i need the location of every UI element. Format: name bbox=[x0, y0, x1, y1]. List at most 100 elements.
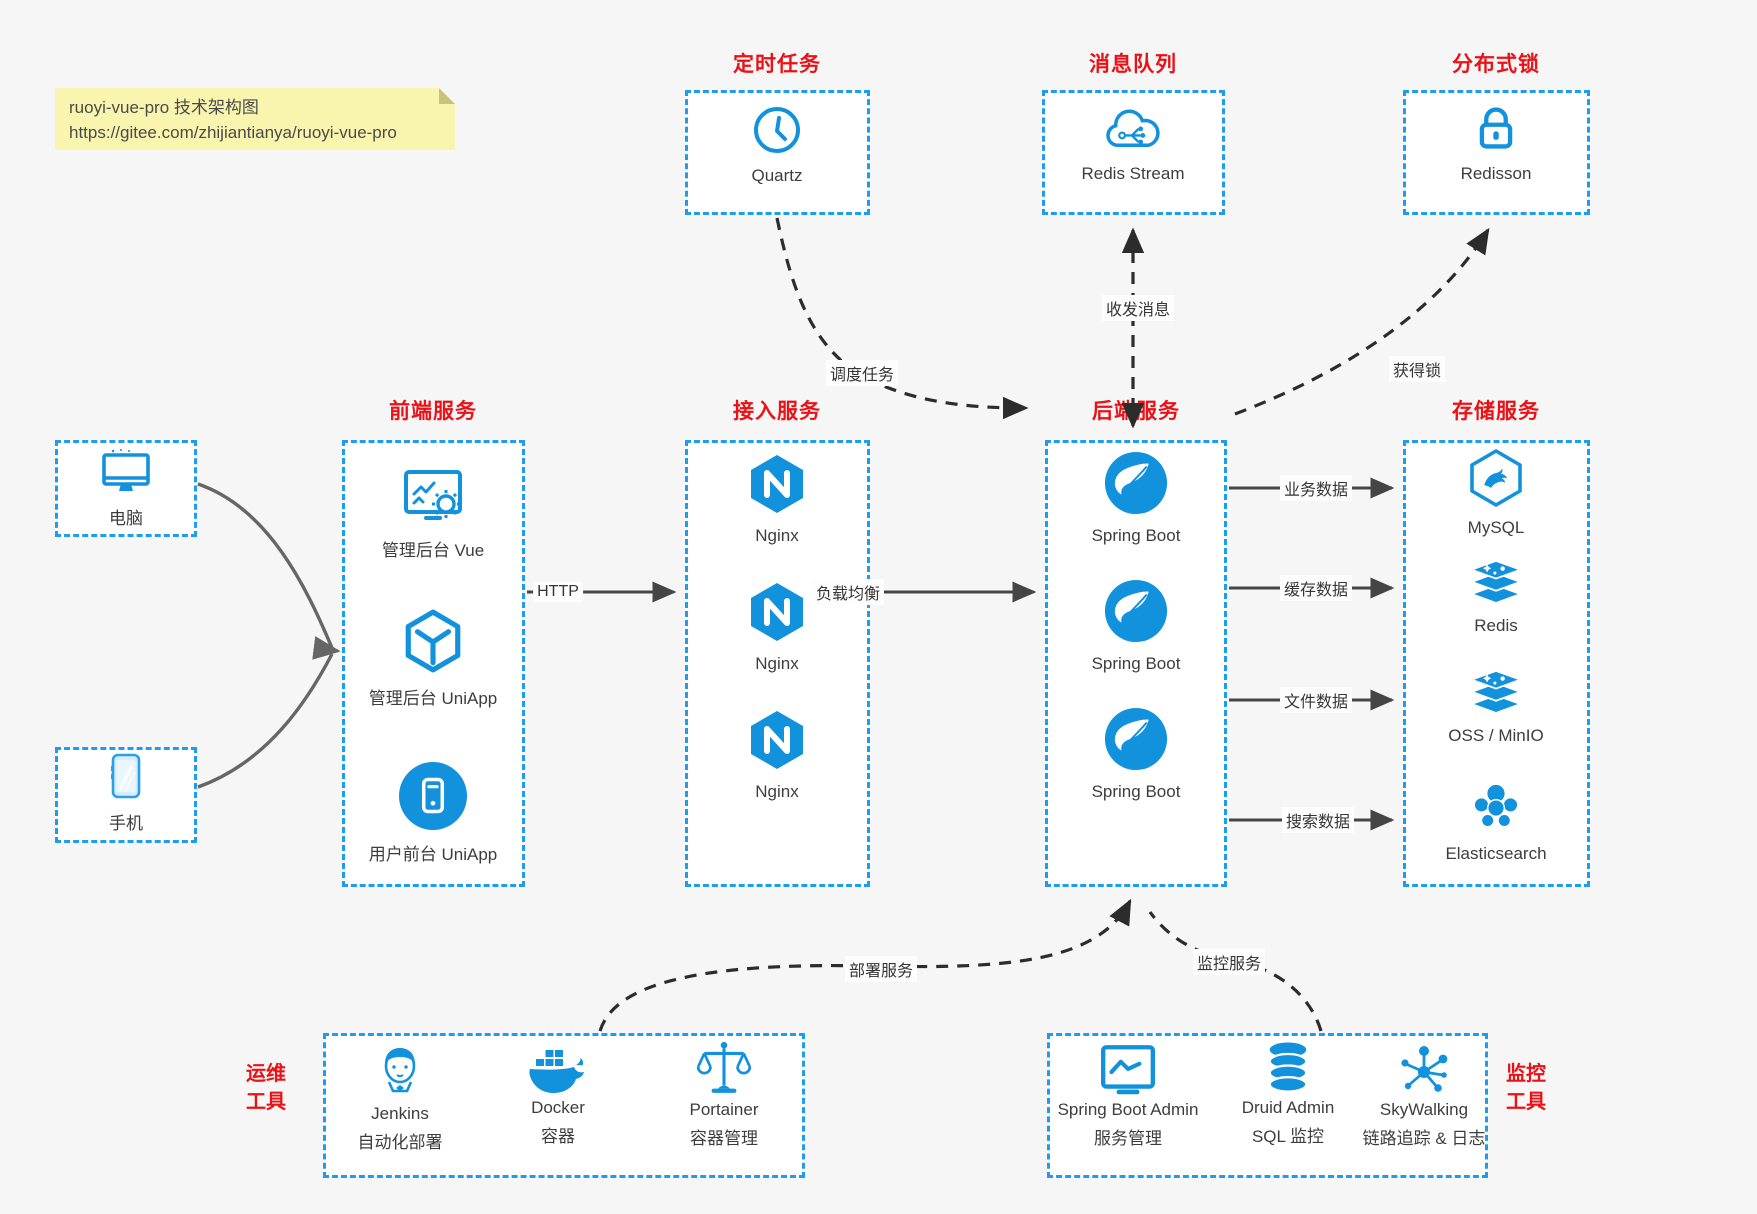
node-label: Jenkins bbox=[371, 1104, 429, 1123]
node-computer: 电脑 bbox=[26, 448, 226, 529]
node-nginx-3: Nginx bbox=[677, 708, 877, 802]
node-spring-boot-3: Spring Boot bbox=[1036, 706, 1236, 802]
node-label: Redis bbox=[1474, 616, 1518, 635]
node-skywalking: SkyWalking 链路追踪 & 日志 bbox=[1324, 1042, 1524, 1149]
node-label: 用户前台 UniApp bbox=[368, 845, 498, 864]
edge-label-schedule: 调度任务 bbox=[825, 360, 899, 386]
desktop-icon bbox=[102, 449, 150, 491]
edge-label-biz-data: 业务数据 bbox=[1279, 475, 1353, 501]
elasticsearch-icon bbox=[1473, 783, 1519, 828]
node-user-uniapp: 用户前台 UniApp bbox=[333, 762, 533, 865]
group-box-backend bbox=[1045, 440, 1227, 887]
node-portainer: Portainer 容器管理 bbox=[634, 1040, 814, 1149]
title-storage-services: 存储服务 bbox=[1452, 400, 1540, 423]
redis-icon bbox=[1469, 560, 1523, 604]
node-redis-stream: Redis Stream bbox=[1033, 106, 1233, 184]
spring-boot-icon bbox=[1104, 579, 1168, 643]
skywalking-icon bbox=[1401, 1046, 1448, 1092]
node-sublabel: 容器 bbox=[541, 1127, 575, 1146]
edge-label-monitor: 监控服务 bbox=[1192, 949, 1266, 975]
nginx-icon bbox=[751, 455, 803, 513]
node-label: Elasticsearch bbox=[1445, 844, 1547, 863]
jenkins-icon bbox=[384, 1048, 416, 1093]
node-mysql: MySQL bbox=[1396, 448, 1596, 538]
mysql-icon bbox=[1470, 449, 1522, 507]
nginx-icon bbox=[751, 583, 803, 641]
cloud-mq-icon bbox=[1106, 109, 1160, 148]
edge-label-load-balance: 负载均衡 bbox=[811, 579, 885, 605]
node-label: MySQL bbox=[1467, 518, 1525, 537]
title-backend-services: 后端服务 bbox=[1092, 400, 1180, 423]
spring-boot-icon bbox=[1104, 707, 1168, 771]
spring-boot-admin-icon bbox=[1101, 1045, 1155, 1095]
node-sublabel: 自动化部署 bbox=[357, 1133, 443, 1152]
title-message-queue: 消息队列 bbox=[1089, 53, 1177, 76]
node-redisson: Redisson bbox=[1396, 102, 1596, 184]
node-sublabel: 容器管理 bbox=[690, 1129, 758, 1148]
note-url: https://gitee.com/zhijiantianya/ruoyi-vu… bbox=[69, 123, 397, 142]
druid-icon bbox=[1268, 1042, 1308, 1093]
node-sublabel: 链路追踪 & 日志 bbox=[1362, 1129, 1486, 1148]
node-label: 管理后台 Vue bbox=[381, 541, 485, 560]
admin-vue-icon bbox=[404, 470, 462, 520]
client-arrows bbox=[197, 482, 341, 789]
ops-tools-side-label: 运维 工具 bbox=[246, 1063, 286, 1113]
node-label: Nginx bbox=[755, 526, 799, 545]
node-redis: Redis bbox=[1396, 560, 1596, 636]
spring-boot-icon bbox=[1104, 451, 1168, 515]
node-label: 手机 bbox=[109, 814, 143, 833]
node-label: 电脑 bbox=[109, 509, 143, 528]
acquire-lock-arrow bbox=[1234, 227, 1490, 416]
group-box-gateway bbox=[685, 440, 870, 887]
node-admin-vue: 管理后台 Vue bbox=[333, 466, 533, 561]
edge-label-deploy: 部署服务 bbox=[844, 956, 918, 982]
oss-icon bbox=[1469, 670, 1523, 714]
node-label: Redisson bbox=[1460, 164, 1532, 183]
docker-icon bbox=[529, 1050, 584, 1093]
node-label: Quartz bbox=[751, 166, 803, 185]
node-label: Druid Admin bbox=[1241, 1098, 1335, 1117]
title-distributed-lock: 分布式锁 bbox=[1452, 53, 1540, 76]
edge-label-file-data: 文件数据 bbox=[1279, 687, 1353, 713]
node-sublabel: SQL 监控 bbox=[1251, 1127, 1325, 1146]
smartphone-icon bbox=[111, 753, 141, 799]
edge-label-search-data: 搜索数据 bbox=[1281, 807, 1355, 833]
node-label: Redis Stream bbox=[1081, 164, 1185, 183]
node-spring-boot-admin: Spring Boot Admin 服务管理 bbox=[1023, 1042, 1233, 1149]
group-box-monitor-tools bbox=[1047, 1033, 1488, 1178]
node-label: SkyWalking bbox=[1379, 1100, 1469, 1119]
title-gateway-services: 接入服务 bbox=[733, 400, 821, 423]
edge-label-http: HTTP bbox=[533, 582, 583, 602]
title-scheduled-tasks: 定时任务 bbox=[733, 53, 821, 76]
node-spring-boot-1: Spring Boot bbox=[1036, 450, 1236, 546]
node-label: Docker bbox=[531, 1098, 585, 1117]
edge-label-acquire-lock: 获得锁 bbox=[1388, 356, 1446, 382]
node-label: OSS / MinIO bbox=[1448, 726, 1544, 745]
lock-icon bbox=[1479, 107, 1513, 149]
node-quartz: Quartz bbox=[677, 104, 877, 186]
note-title: ruoyi-vue-pro 技术架构图 bbox=[69, 98, 259, 117]
edge-label-send-receive: 收发消息 bbox=[1101, 295, 1175, 321]
node-nginx-2: Nginx bbox=[677, 580, 877, 674]
node-admin-uniapp: 管理后台 UniApp bbox=[333, 608, 533, 709]
node-phone: 手机 bbox=[26, 753, 226, 834]
edge-label-cache-data: 缓存数据 bbox=[1279, 575, 1353, 601]
mobile-app-icon bbox=[399, 762, 467, 830]
node-elasticsearch: Elasticsearch bbox=[1396, 780, 1596, 864]
node-label: 管理后台 UniApp bbox=[368, 689, 498, 708]
node-spring-boot-2: Spring Boot bbox=[1036, 578, 1236, 674]
uniapp-cube-icon bbox=[405, 609, 461, 673]
clock-icon bbox=[754, 107, 800, 153]
portainer-icon bbox=[696, 1041, 752, 1093]
node-label: Spring Boot bbox=[1091, 782, 1181, 801]
monitor-tools-side-label: 监控 工具 bbox=[1506, 1063, 1546, 1113]
node-label: Portainer bbox=[689, 1100, 759, 1119]
node-label: Spring Boot bbox=[1091, 654, 1181, 673]
node-docker: Docker 容器 bbox=[468, 1044, 648, 1147]
node-sublabel: 服务管理 bbox=[1094, 1129, 1162, 1148]
node-druid-admin: Druid Admin SQL 监控 bbox=[1198, 1040, 1378, 1147]
schedule-task-arrow bbox=[775, 217, 1029, 420]
sticky-note: ruoyi-vue-pro 技术架构图 https://gitee.com/zh… bbox=[55, 88, 455, 150]
node-jenkins: Jenkins 自动化部署 bbox=[310, 1042, 490, 1153]
